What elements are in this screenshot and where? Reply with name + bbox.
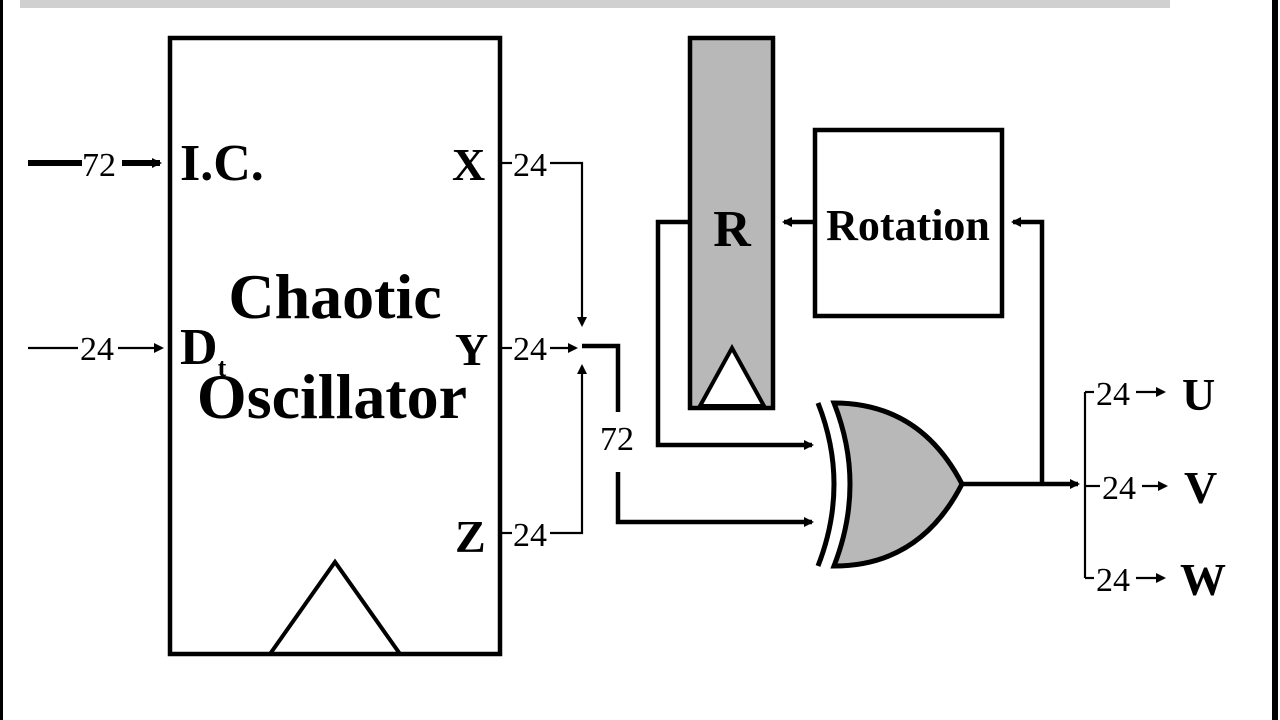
feedback-to-rotation-bus <box>1011 217 1045 484</box>
output-splitter <box>1083 390 1100 580</box>
merged-bus: 72 <box>582 343 814 527</box>
y-bus-width: 24 <box>513 331 547 368</box>
oscillator-title-line1: Chaotic <box>228 261 441 332</box>
output-z-label: Z <box>455 511 486 562</box>
dt-input-bus: 24 <box>28 331 164 368</box>
input-dt-label: Dt <box>180 319 227 382</box>
top-cropped-text <box>20 0 1170 8</box>
x-bus-width: 24 <box>513 147 547 184</box>
output-u: 24 U <box>1096 369 1215 420</box>
ic-bus-width: 72 <box>82 147 116 184</box>
output-u-label: U <box>1182 369 1215 420</box>
ic-input-bus: 72 <box>28 147 162 184</box>
dt-bus-width: 24 <box>80 331 114 368</box>
output-w: 24 W <box>1096 554 1226 605</box>
merged-bus-width: 72 <box>600 421 634 458</box>
w-bus-width: 24 <box>1096 562 1130 599</box>
z-output-bus: 24 <box>500 364 587 554</box>
rotation-label: Rotation <box>826 201 990 250</box>
xor-gate-icon <box>815 400 965 569</box>
input-ic-label: I.C. <box>180 135 264 192</box>
output-y-label: Y <box>455 324 488 375</box>
v-bus-width: 24 <box>1102 470 1136 507</box>
output-x-label: X <box>452 139 485 190</box>
register-label: R <box>713 201 752 258</box>
z-bus-width: 24 <box>513 517 547 554</box>
register-block: R <box>687 35 776 411</box>
register-to-xor-bus <box>655 219 814 450</box>
y-output-bus: 24 <box>500 331 578 368</box>
u-bus-width: 24 <box>1096 376 1130 413</box>
oscillator-title-line2: Oscillator <box>197 361 467 432</box>
output-v: 24 V <box>1102 462 1217 513</box>
x-output-bus: 24 <box>500 147 587 327</box>
chaotic-oscillator-block: Chaotic Oscillator I.C. Dt X Y Z <box>167 35 503 657</box>
output-w-label: W <box>1180 554 1226 605</box>
register-clock-triangle-icon <box>696 343 768 408</box>
oscillator-clock-triangle-icon <box>266 558 404 656</box>
output-v-label: V <box>1184 462 1217 513</box>
